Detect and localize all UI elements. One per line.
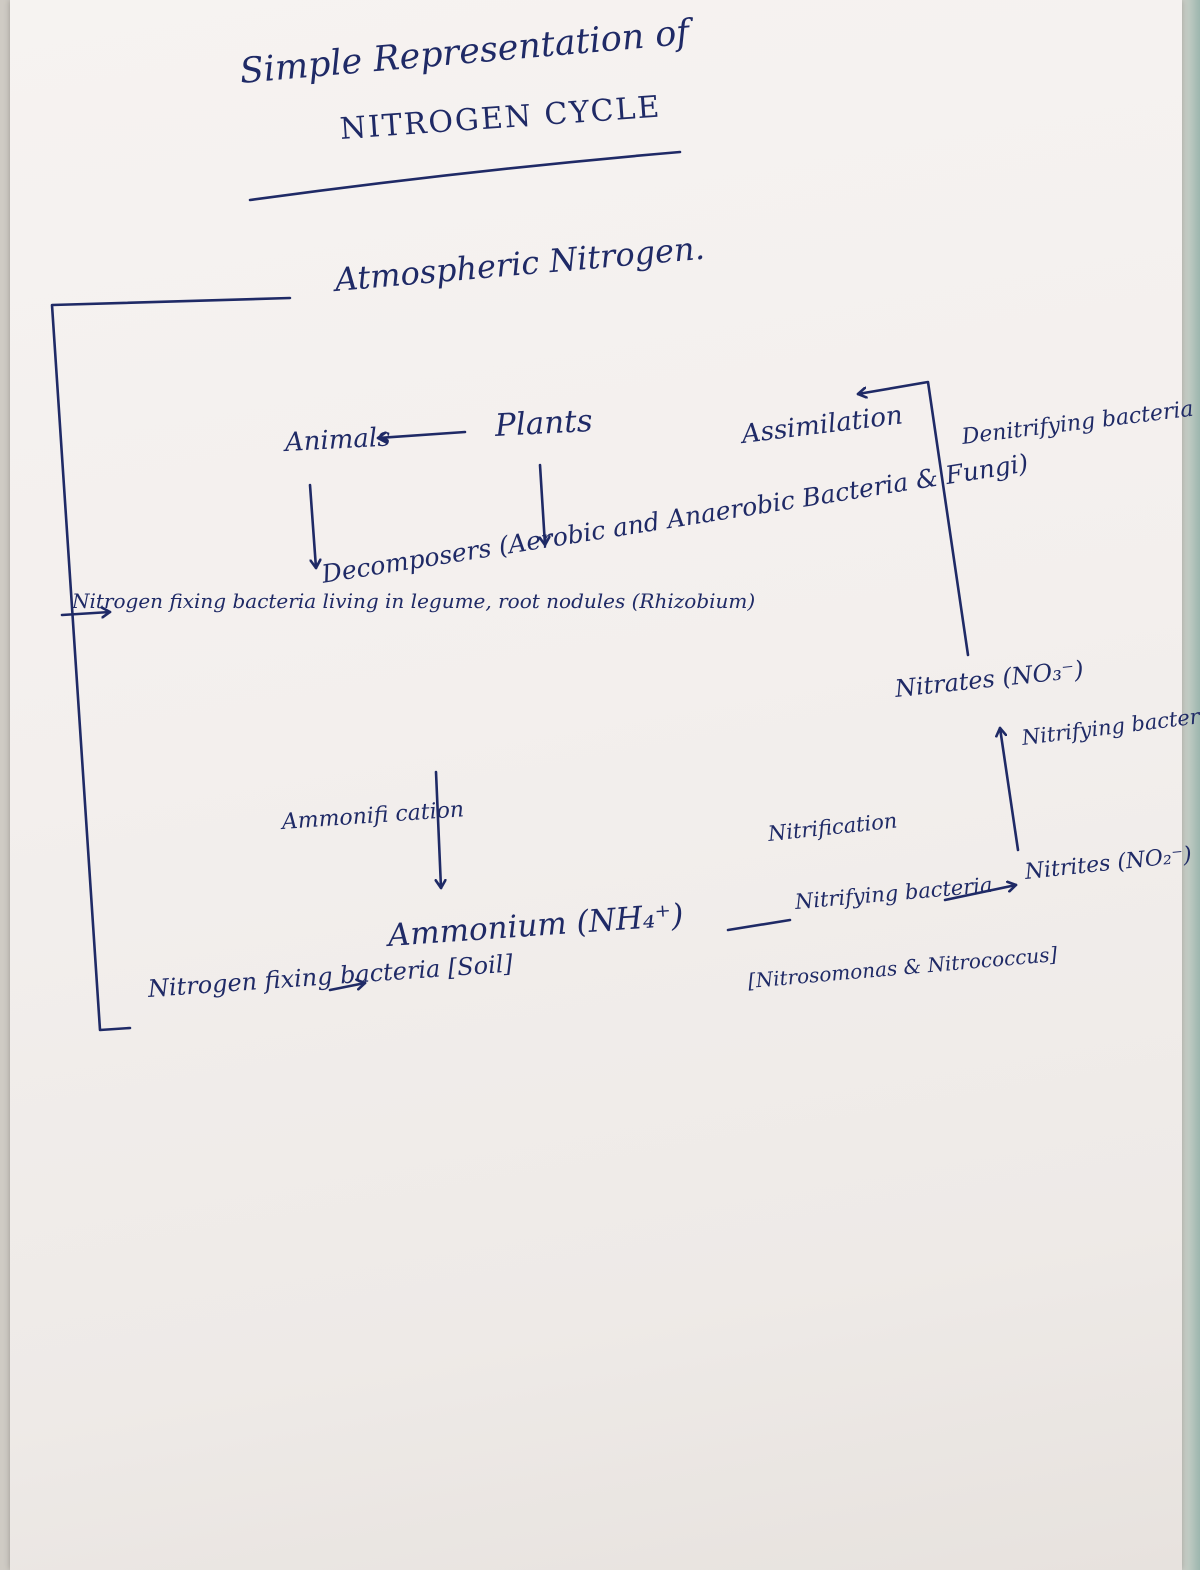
animals-label: Animals bbox=[284, 422, 392, 458]
background-surface bbox=[1178, 0, 1200, 1570]
arrow-plants-to-animals bbox=[376, 430, 467, 438]
paper-sheet bbox=[10, 0, 1182, 1570]
left-cycle-bracket bbox=[50, 296, 292, 1032]
arrow-decomposers-to-ammonium bbox=[436, 770, 441, 890]
arrow-soil-bacteria-to-ammonium bbox=[328, 983, 367, 992]
arrow-nitrites-to-nitrates bbox=[1000, 726, 1020, 852]
arrow-plants-to-decomposers bbox=[540, 463, 545, 547]
line-ammonium-to-nitrifying bbox=[726, 918, 792, 932]
nitrogen-fixing-legume-bacteria-label: Nitrogen fixing bacteria living in legum… bbox=[72, 589, 756, 613]
plants-label: Plants bbox=[494, 402, 594, 444]
arrow-bracket-to-legume-bacteria bbox=[60, 612, 112, 615]
title-underline bbox=[248, 150, 682, 202]
arrow-animals-to-decomposers bbox=[308, 483, 316, 570]
arrow-denitrification-to-assimilation bbox=[856, 380, 970, 657]
arrow-nitrifying-to-nitrites bbox=[943, 885, 1018, 902]
